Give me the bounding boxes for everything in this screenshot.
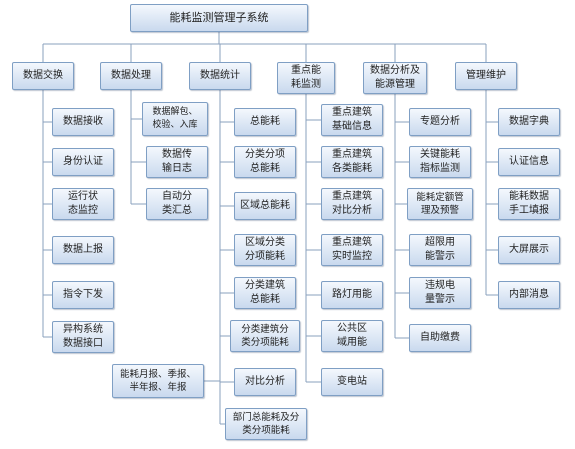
node-data-unpack-verify-store: 数据解包、 校验、入库 [142,102,208,136]
node-data-receive: 数据接收 [52,108,114,136]
node-big-screen-display: 大屏展示 [498,236,560,264]
branch-key-energy-monitoring: 重点能 耗监测 [277,62,335,94]
node-auth-info: 认证信息 [498,148,560,176]
node-building-type-total-energy: 分类建筑 总能耗 [234,277,296,309]
node-periodic-energy-reports: 能耗月报、季报、 半年报、年报 [112,364,204,398]
node-comparative-analysis: 对比分析 [234,368,296,396]
root-node: 能耗监测管理子系统 [130,4,308,32]
node-key-building-realtime: 重点建筑 实时监控 [321,234,383,266]
branch-data-exchange: 数据交换 [12,62,74,90]
node-key-building-info: 重点建筑 基础信息 [321,104,383,136]
node-quota-management-warning: 能耗定额管 理及预警 [407,188,473,220]
node-total-energy: 总能耗 [234,108,296,136]
node-key-indicator-monitoring: 关键能耗 指标监测 [409,146,471,178]
node-heterogeneous-interface: 异构系统 数据接口 [52,321,114,353]
node-key-building-energy: 重点建筑 各类能耗 [321,146,383,178]
node-data-report: 数据上报 [52,236,114,264]
node-regional-itemized-energy: 区域分类 分项能耗 [234,234,296,266]
node-violation-warning: 违规电 量警示 [409,277,471,309]
node-regional-total-energy: 区域总能耗 [234,192,296,220]
node-streetlight-energy: 路灯用能 [321,281,383,309]
node-transmission-log: 数据传 输日志 [146,146,208,178]
node-runtime-monitor: 运行状 态监控 [52,188,114,220]
node-data-dictionary: 数据字典 [498,108,560,136]
node-public-area-energy: 公共区 域用能 [321,320,383,352]
node-overlimit-warning: 超限用 能警示 [409,234,471,266]
node-identity-auth: 身份认证 [52,148,114,176]
node-internal-messages: 内部消息 [498,281,560,309]
node-department-total-energy: 部门总能耗及分 类分项能耗 [225,408,307,440]
node-substation: 变电站 [321,368,383,396]
branch-data-statistics: 数据统计 [189,62,251,90]
node-manual-data-entry: 能耗数据 手工填报 [498,188,560,220]
node-topic-analysis: 专题分析 [409,108,471,136]
node-self-service-payment: 自助缴费 [409,324,471,352]
branch-maintenance: 管理维护 [455,62,517,90]
node-key-building-comparison: 重点建筑 对比分析 [321,188,383,220]
node-auto-classification: 自动分 类汇总 [146,188,208,220]
branch-data-processing: 数据处理 [100,62,162,90]
node-command-issue: 指令下发 [52,281,114,309]
branch-analysis-energy-management: 数据分析及 能源管理 [363,62,427,94]
node-itemized-total-energy: 分类分项 总能耗 [234,146,296,178]
node-building-type-itemized-energy: 分类建筑分 类分项能耗 [230,320,300,352]
